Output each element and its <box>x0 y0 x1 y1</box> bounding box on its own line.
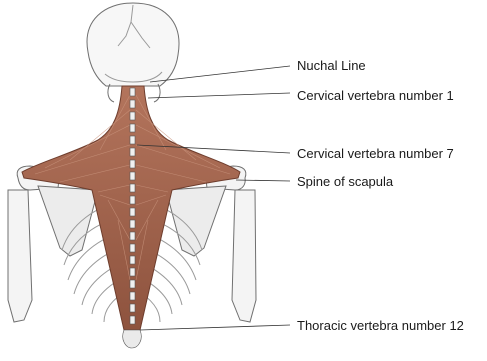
label-cervical-vertebra-1: Cervical vertebra number 1 <box>297 88 454 104</box>
label-thoracic-vertebra-12: Thoracic vertebra number 12 <box>297 318 464 334</box>
cervical-1-leader <box>148 93 290 98</box>
label-nuchal-line: Nuchal Line <box>297 58 366 74</box>
label-spine-of-scapula: Spine of scapula <box>297 174 393 190</box>
thoracic-12-leader <box>140 325 290 330</box>
label-cervical-vertebra-7: Cervical vertebra number 7 <box>297 146 454 162</box>
